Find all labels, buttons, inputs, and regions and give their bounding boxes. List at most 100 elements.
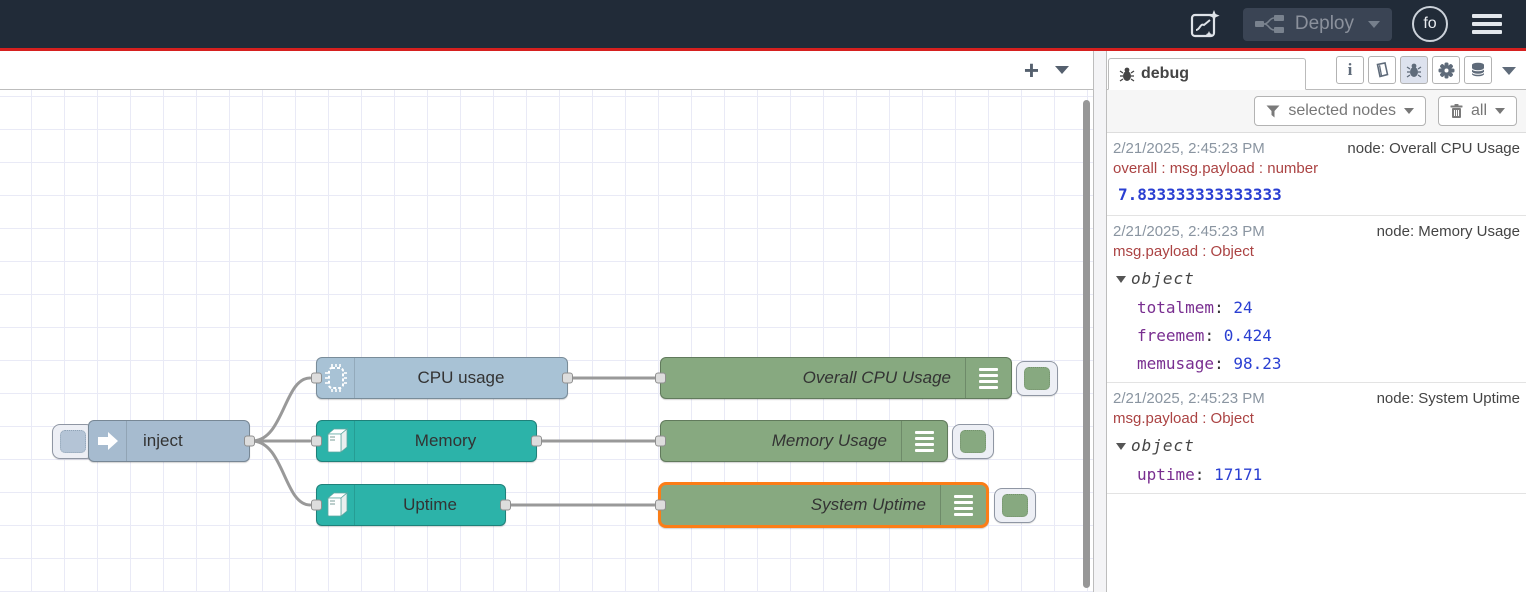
debug-lines-icon (965, 358, 1011, 398)
header-bar: Deploy fo (0, 0, 1526, 48)
message-timestamp: 2/21/2025, 2:45:23 PM (1113, 390, 1265, 407)
node-label: Memory Usage (771, 431, 887, 450)
output-port[interactable] (500, 499, 511, 511)
trash-icon (1450, 104, 1463, 118)
filter-label: selected nodes (1288, 102, 1396, 119)
message-property-path: overall : msg.payload : number (1113, 160, 1319, 177)
input-port[interactable] (655, 435, 666, 447)
sidebar-splitter[interactable] (1093, 51, 1107, 592)
input-port[interactable] (655, 499, 666, 511)
object-type-label: object (1131, 269, 1195, 288)
clear-label: all (1470, 102, 1487, 119)
flow-canvas[interactable]: inject CPU usage (0, 90, 1093, 592)
clear-caret-icon (1495, 108, 1505, 114)
message-node-name: node: Memory Usage (1376, 223, 1520, 240)
database-icon (1471, 62, 1485, 77)
bug-icon (1406, 63, 1422, 78)
entry-key: freemem (1137, 326, 1224, 345)
node-inject[interactable]: inject (88, 420, 255, 462)
input-port[interactable] (311, 499, 322, 511)
entry-value: 0.424 (1223, 326, 1272, 345)
wire-layer (250, 376, 658, 507)
entry-key: memusage (1137, 354, 1233, 373)
debug-message: 2/21/2025, 2:45:23 PM node: Memory Usage… (1107, 216, 1526, 383)
bug-icon (1119, 67, 1135, 82)
debug-toggle-button[interactable] (952, 424, 994, 459)
object-collapse-toggle[interactable]: object (1116, 436, 1520, 456)
output-port[interactable] (562, 372, 573, 384)
object-entry: freemem0.424 (1137, 326, 1520, 345)
wire[interactable] (250, 376, 312, 443)
cpu-chip-icon (317, 358, 355, 398)
sidebar-menu-caret-icon[interactable] (1502, 67, 1516, 75)
entry-key: totalmem (1137, 298, 1233, 317)
header-alert-line (0, 48, 1526, 51)
input-port[interactable] (655, 372, 666, 384)
flow-list-caret-icon[interactable] (1055, 66, 1069, 74)
main-menu-icon[interactable] (1468, 10, 1506, 38)
debug-toggle-button[interactable] (1016, 361, 1058, 396)
message-node-name: node: System Uptime (1376, 390, 1520, 407)
node-debug-overall-cpu[interactable]: Overall CPU Usage (655, 357, 1012, 399)
tab-debug-icon-button[interactable] (1400, 56, 1428, 84)
deploy-label: Deploy (1294, 13, 1354, 34)
funnel-icon (1266, 105, 1280, 117)
sidebar-tabbar: debug i (1107, 51, 1526, 90)
inject-arrow-icon (89, 421, 127, 461)
message-timestamp: 2/21/2025, 2:45:23 PM (1113, 140, 1265, 157)
message-number-value: 7.833333333333333 (1118, 185, 1282, 204)
debug-message: 2/21/2025, 2:45:23 PM node: System Uptim… (1107, 383, 1526, 494)
filter-caret-icon (1403, 108, 1414, 114)
info-icon: i (1347, 60, 1353, 79)
output-port[interactable] (244, 435, 255, 447)
gear-icon (1438, 62, 1454, 78)
debug-message: 2/21/2025, 2:45:23 PM node: Overall CPU … (1107, 133, 1526, 216)
deploy-nodes-icon (1254, 15, 1284, 33)
input-port[interactable] (311, 372, 322, 384)
wire[interactable] (250, 439, 312, 507)
tab-context-button[interactable] (1464, 56, 1492, 84)
node-cpu-usage[interactable]: CPU usage (311, 357, 573, 399)
node-debug-memory-usage[interactable]: Memory Usage (655, 420, 948, 462)
book-icon (1376, 62, 1389, 78)
debug-lines-icon (940, 485, 986, 525)
node-uptime[interactable]: Uptime (311, 484, 511, 526)
deploy-caret-icon[interactable] (1368, 20, 1380, 28)
node-label: inject (143, 431, 183, 450)
node-label: CPU usage (417, 368, 505, 387)
entry-value: 24 (1233, 298, 1253, 317)
node-label: Uptime (403, 495, 457, 514)
debug-sidebar: debug i (1107, 51, 1526, 592)
tab-debug-label: debug (1141, 65, 1189, 82)
object-entry: uptime17171 (1137, 465, 1520, 484)
object-collapse-toggle[interactable]: object (1116, 269, 1520, 289)
flow-assistant-icon[interactable] (1187, 7, 1223, 41)
avatar-initials: fo (1423, 15, 1437, 32)
entry-value: 98.23 (1233, 354, 1282, 373)
debug-message-list: 2/21/2025, 2:45:23 PM node: Overall CPU … (1107, 133, 1526, 592)
tab-help-button[interactable] (1368, 56, 1396, 84)
user-avatar[interactable]: fo (1412, 6, 1448, 42)
message-property-path: msg.payload : Object (1113, 410, 1254, 427)
node-debug-system-uptime[interactable]: System Uptime (655, 482, 989, 528)
object-entry: totalmem24 (1137, 298, 1520, 317)
debug-toolbar: selected nodes all (1107, 90, 1526, 133)
tab-config-button[interactable] (1432, 56, 1460, 84)
entry-key: uptime (1137, 465, 1214, 484)
clear-messages-button[interactable]: all (1437, 96, 1517, 126)
tab-debug[interactable]: debug (1108, 58, 1306, 90)
message-property-path: msg.payload : Object (1113, 243, 1254, 260)
node-memory[interactable]: Memory (311, 420, 542, 462)
debug-toggle-button[interactable] (994, 488, 1036, 523)
filter-selected-nodes-button[interactable]: selected nodes (1254, 96, 1426, 126)
output-port[interactable] (531, 435, 542, 447)
message-node-name: node: Overall CPU Usage (1347, 140, 1520, 157)
add-flow-button[interactable]: + (1023, 55, 1039, 85)
object-type-label: object (1131, 436, 1195, 455)
deploy-button[interactable]: Deploy (1242, 7, 1392, 41)
input-port[interactable] (311, 435, 322, 447)
collapse-caret-icon (1116, 442, 1126, 450)
canvas-scrollbar[interactable] (1083, 100, 1090, 588)
node-label: System Uptime (810, 495, 926, 514)
tab-info-button[interactable]: i (1336, 56, 1364, 84)
